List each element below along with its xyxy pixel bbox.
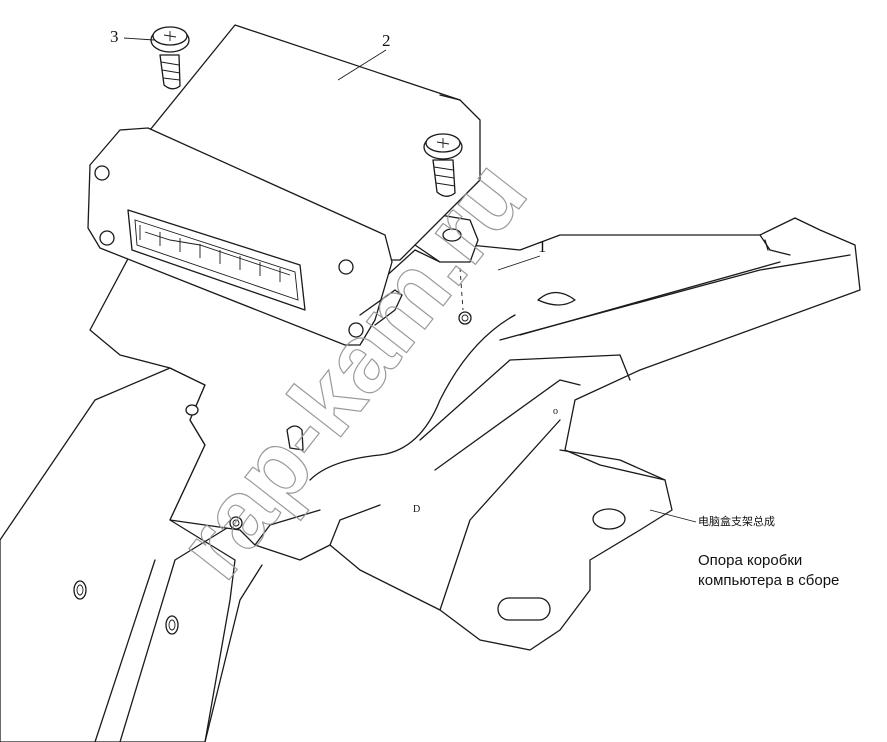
rivet-hole [229,516,243,530]
hook-tab [537,291,576,306]
mounting-hole [592,508,626,530]
locating-pin [286,425,304,451]
callout-1-number: 1 [538,237,547,256]
screw-3 [150,26,190,90]
connector-port [127,209,306,311]
part-label-russian-line: Опора коробки [698,552,803,569]
screw-boss-fastener [423,133,463,197]
part-label-russian: Опора коробки компьютера в сборе [698,551,878,591]
rivet-hole [73,580,87,600]
mold-mark: D [413,504,420,515]
slot-hole [497,597,551,621]
rivet-hole [165,615,179,635]
part-label-leader [649,509,697,523]
callout-3-number: 3 [110,27,119,46]
callout-2-number: 2 [382,31,391,50]
rivet-hole [185,404,199,416]
ecu-module [87,24,481,346]
part-label-russian-line: компьютера в сборе [698,572,840,589]
mold-mark: o [553,406,558,417]
bracket-assembly: o D [0,217,861,742]
callouts: 3 2 1 [110,27,697,523]
rivet-hole [458,311,472,325]
part-label-chinese: 电脑盒支架总成 [698,515,775,528]
